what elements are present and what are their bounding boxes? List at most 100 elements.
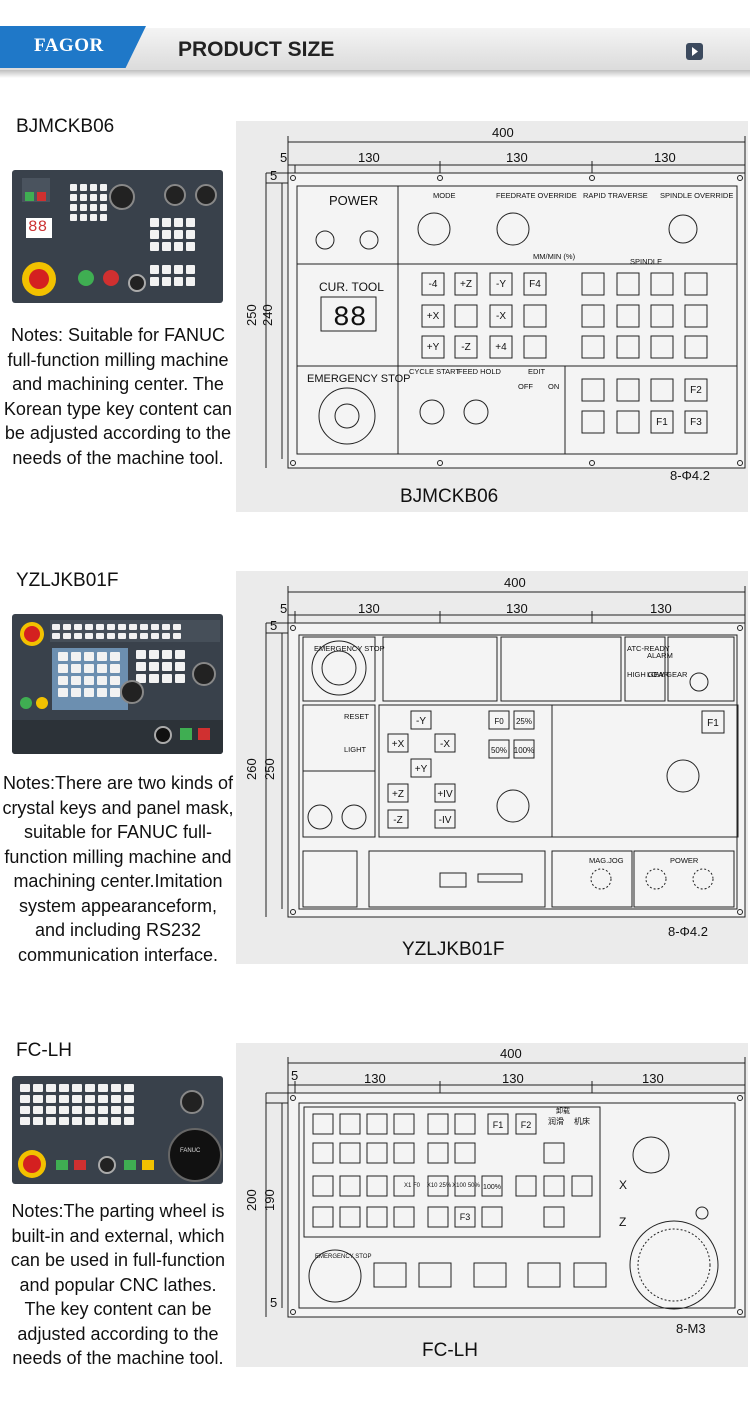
mode-keypad [52, 624, 181, 639]
key-label: -4 [429, 279, 438, 290]
key-label: X1 F0 [404, 1183, 421, 1189]
label-mode: MODE [433, 191, 456, 200]
fanuc-label: FANUC [180, 1148, 201, 1154]
dim-column-3: 130 [642, 1071, 664, 1086]
dim-outer-height: 260 [244, 758, 259, 780]
key-label: +X [392, 739, 405, 750]
key-label: -Z [393, 815, 402, 826]
key-label: F2 [521, 1120, 532, 1130]
edit-key-icon [128, 274, 146, 292]
label-on: ON [548, 382, 559, 391]
key-label: F1 [707, 718, 719, 729]
label-spindle-override: SPINDLE OVERRIDE [660, 191, 733, 200]
axis-keypad [58, 652, 120, 697]
feed-hold-icon [103, 270, 119, 286]
label-high-gear: HIGH GEAR [627, 670, 670, 679]
mode-knob-icon [109, 184, 135, 210]
spindle-keypad [150, 218, 195, 251]
dim-margin-top: 5 [280, 150, 287, 165]
label-off: OFF [518, 382, 533, 391]
dim-holes: 8-Φ4.2 [670, 468, 710, 483]
dim-column-3: 130 [654, 150, 676, 165]
key-label: +Y [427, 342, 440, 353]
dim-outer-height: 200 [244, 1189, 259, 1211]
mag-jog-icon [154, 726, 172, 744]
label-machine-cn: 机床 [574, 1116, 590, 1126]
keypad [20, 1084, 134, 1125]
dim-column-3: 130 [650, 601, 672, 616]
dim-margin-left: 5 [270, 168, 277, 183]
dim-holes: 8-Φ4.2 [668, 924, 708, 939]
key-label: F3 [460, 1212, 471, 1222]
label-seg: 88 [333, 303, 367, 334]
emergency-stop-icon [23, 1155, 41, 1173]
emergency-stop-icon [29, 269, 49, 289]
dim-total-width: 400 [492, 125, 514, 140]
product-notes: Notes:There are two kinds of crystal key… [2, 773, 234, 965]
label-edit: EDIT [528, 367, 546, 376]
label-emergency-stop: EMERGENCY STOP [307, 373, 411, 385]
label-coolant-cn: 润滑 [548, 1116, 564, 1126]
rapid-knob-icon [164, 184, 186, 206]
emergency-stop-icon [24, 626, 40, 642]
spindle-knob-icon [192, 662, 216, 686]
key-label: -X [496, 311, 506, 322]
dim-inner-height: 240 [260, 304, 275, 326]
product-model: BJMCKB06 [16, 116, 115, 137]
key-label: F1 [656, 417, 668, 428]
dimension-drawing: 400 130 130 130 5 5 260 250 8-Φ4.2 YZLJK… [236, 571, 748, 964]
key-label: +Z [460, 279, 472, 290]
dim-column-1: 130 [364, 1071, 386, 1086]
label-light: LIGHT [344, 745, 367, 754]
segment-display: 88 [28, 218, 48, 236]
dim-inner-height: 190 [262, 1189, 277, 1211]
product-model: FC-LH [16, 1040, 72, 1061]
label-z: Z [619, 1215, 626, 1229]
dim-total-width: 400 [504, 575, 526, 590]
label-x: X [619, 1178, 627, 1192]
cycle-start-icon [78, 270, 94, 286]
product-photo [12, 614, 223, 754]
feed-knob-icon [180, 1090, 204, 1114]
fagor-logo[interactable]: FAGOR [0, 26, 146, 68]
label-feed-hold: FEED HOLD [458, 367, 502, 376]
key-switch-icon [98, 1156, 116, 1174]
dim-margin-top: 5 [291, 1068, 298, 1083]
label-exit-cn: 卸载 [556, 1106, 570, 1115]
key-label: F3 [690, 417, 702, 428]
label-reset: RESET [344, 712, 369, 721]
key-label: F4 [529, 279, 541, 290]
play-icon[interactable] [686, 43, 703, 60]
label-emergency-stop: EMERGENCY STOP [315, 1254, 371, 1260]
dim-outer-height: 250 [244, 304, 259, 326]
key-label: +IV [437, 789, 453, 800]
drawing-caption: YZLJKB01F [402, 939, 504, 960]
dim-column-2: 130 [506, 601, 528, 616]
key-label: -Z [461, 342, 470, 353]
spindle-keypad [136, 650, 185, 683]
label-cycle-start: CYCLE START [409, 367, 460, 376]
key-label: F0 [494, 717, 504, 726]
dimension-drawing: 400 130 130 130 5 5 200 190 8-M3 FC-LH F… [236, 1043, 748, 1367]
tool-display-icon [26, 218, 52, 238]
keypad [70, 184, 107, 221]
key-label: X10 25% [427, 1183, 452, 1189]
key-label: +4 [495, 342, 507, 353]
feed-knob-icon [120, 680, 144, 704]
dim-margin-left: 5 [270, 618, 277, 633]
key-label: X100 50% [452, 1183, 480, 1189]
label-unit: MM/MIN (%) [533, 252, 576, 261]
label-rapid-traverse: RAPID TRAVERSE [583, 191, 648, 200]
label-spindle: SPINDLE [630, 257, 662, 266]
key-label: 100% [483, 1184, 501, 1191]
dim-margin-top: 5 [280, 601, 287, 616]
dim-column-2: 130 [502, 1071, 524, 1086]
product-photo: 88 [12, 170, 223, 303]
label-alarm: ALARM [647, 651, 673, 660]
key-label: F1 [493, 1120, 504, 1130]
dim-holes: 8-M3 [676, 1321, 706, 1336]
function-keypad [150, 265, 195, 286]
drawing-caption: FC-LH [422, 1340, 478, 1361]
key-label: 100% [514, 746, 534, 755]
dim-margin-left: 5 [270, 1295, 277, 1310]
